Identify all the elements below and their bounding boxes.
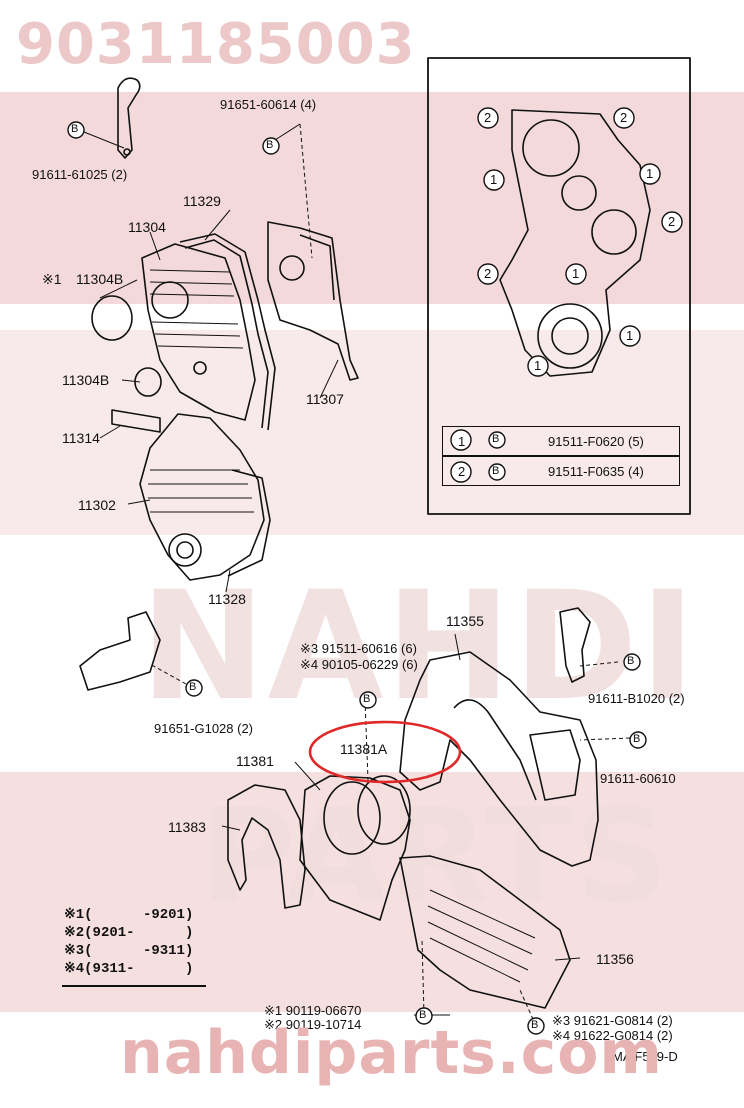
label-11304: 11304 [128, 219, 166, 235]
label-11307: 11307 [306, 391, 344, 407]
inset-callout: 1 [626, 328, 634, 343]
label-91622-g0814: ※4 91622-G0814 (2) [552, 1028, 673, 1043]
inset-legend-row: 2 91511-F0635 (4) [442, 456, 680, 486]
label-90119-06670: ※1 90119-06670 [264, 1003, 362, 1018]
diagram-code: MA F509-D [612, 1049, 678, 1064]
inset-callout: 1 [572, 266, 580, 281]
inset-callout: 2 [620, 110, 628, 125]
inset-legend-row: 1 91511-F0620 (5) [442, 426, 680, 456]
highlight-ring [308, 720, 462, 784]
bolt-symbol: B [189, 681, 197, 693]
hook-bracket-top [117, 77, 141, 159]
gasket-11328 [227, 469, 271, 577]
label-11355: 11355 [446, 613, 484, 629]
bolt-symbol: B [492, 465, 500, 477]
hook-bracket-right [559, 607, 591, 683]
inset-callout: 2 [668, 214, 676, 229]
bolt-symbol: B [633, 733, 641, 745]
label-91611-b1020: 91611-B1020 (2) [588, 691, 685, 706]
inset-callout: 2 [484, 110, 492, 125]
footnote-row: ※2(9201- ) [64, 925, 194, 941]
gasket-11383 [227, 784, 306, 909]
watermark-site: nahdiparts.com [120, 1018, 663, 1088]
label-91651-g1028: 91651-G1028 (2) [154, 721, 254, 736]
watermark-band-middle [0, 330, 744, 535]
dust-cover-11356 [399, 855, 571, 1009]
label-11328: 11328 [208, 591, 246, 607]
inset-cover-outline [499, 109, 651, 377]
bolt-symbol: B [627, 655, 635, 667]
label-91621-g0814: ※3 91621-G0814 (2) [552, 1013, 673, 1028]
bolt-symbol: B [71, 123, 79, 135]
label-90119-10714: ※2 90119-10714 [264, 1017, 362, 1032]
label-91611-60610: 91611-60610 [600, 771, 676, 786]
watermark-brand-nahdi: NAHDI [140, 560, 698, 734]
plug-11304b-small [134, 367, 162, 397]
gasket-11307 [267, 221, 359, 381]
seal-strip-11314 [111, 409, 161, 433]
legend-index: 1 [458, 434, 466, 449]
inset-callout: 2 [484, 266, 492, 281]
inset-callout: 1 [534, 358, 542, 373]
timing-cover-upper-11304 [141, 243, 256, 421]
inset-callout: 1 [646, 166, 654, 181]
label-11302: 11302 [78, 497, 116, 513]
inset-callout: 1 [490, 172, 498, 187]
bracket-left [79, 611, 161, 691]
label-91511-60616: ※3 91511-60616 (6) [300, 641, 417, 656]
label-11381a: 11381A [340, 741, 388, 757]
bolt-symbol: B [492, 433, 500, 445]
footnote-row: ※3( -9311) [64, 943, 194, 959]
bolt-symbol: B [266, 139, 274, 151]
label-11356: 11356 [596, 951, 634, 967]
legend-index: 2 [458, 464, 466, 479]
legend-part-number: 91511-F0635 (4) [548, 464, 644, 479]
footnote-row: ※4(9311- ) [64, 961, 194, 977]
watermark-band-bottom [0, 772, 744, 1012]
label-11329: 11329 [183, 193, 221, 209]
label-11381: 11381 [236, 753, 274, 769]
inset-frame [427, 57, 691, 515]
label-11304b-mark: ※1 [42, 271, 62, 287]
plug-11304b-large [91, 295, 133, 341]
bolt-symbol: B [531, 1019, 539, 1031]
legend-part-number: 91511-F0620 (5) [548, 434, 644, 449]
label-91611-61025: 91611-61025 (2) [32, 167, 128, 182]
gasket-11329 [179, 233, 276, 431]
footnote-row: ※1( -9201) [64, 907, 194, 923]
watermark-part-number: 9031185003 [16, 12, 416, 77]
label-11383: 11383 [168, 819, 206, 835]
label-91651-60614: 91651-60614 (4) [220, 97, 317, 112]
bolt-symbol: B [419, 1009, 427, 1021]
timing-cover-lower-11302 [139, 413, 265, 581]
label-90105-06229: ※4 90105-06229 (6) [300, 657, 418, 672]
bolt-symbol: B [363, 693, 371, 705]
end-plate-11355 [399, 651, 599, 867]
label-11304b: 11304B [62, 372, 110, 388]
label-11314: 11314 [62, 430, 100, 446]
oil-seal-retainer-11381 [299, 775, 411, 921]
label-11304b: 11304B [76, 271, 124, 287]
